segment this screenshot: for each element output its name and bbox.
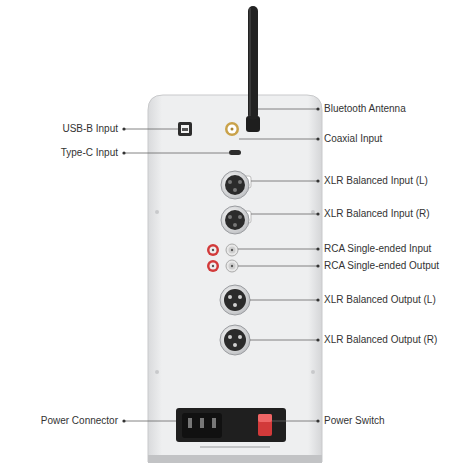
callout-label: RCA Single-ended Input [324, 243, 431, 255]
callout-label: XLR Balanced Input (R) [324, 208, 430, 220]
callout-label: Coaxial Input [324, 133, 382, 145]
callout-label: RCA Single-ended Output [324, 260, 439, 272]
callout-label: XLR Balanced Output (L) [324, 294, 436, 306]
callout-label: Type-C Input [61, 147, 118, 159]
callout-label: XLR Balanced Output (R) [324, 334, 437, 346]
callout-label: Bluetooth Antenna [324, 103, 406, 115]
callout-label: Power Switch [324, 415, 385, 427]
callout-label: USB-B Input [62, 123, 118, 135]
callout-label: XLR Balanced Input (L) [324, 175, 428, 187]
callout-label: Power Connector [41, 415, 118, 427]
